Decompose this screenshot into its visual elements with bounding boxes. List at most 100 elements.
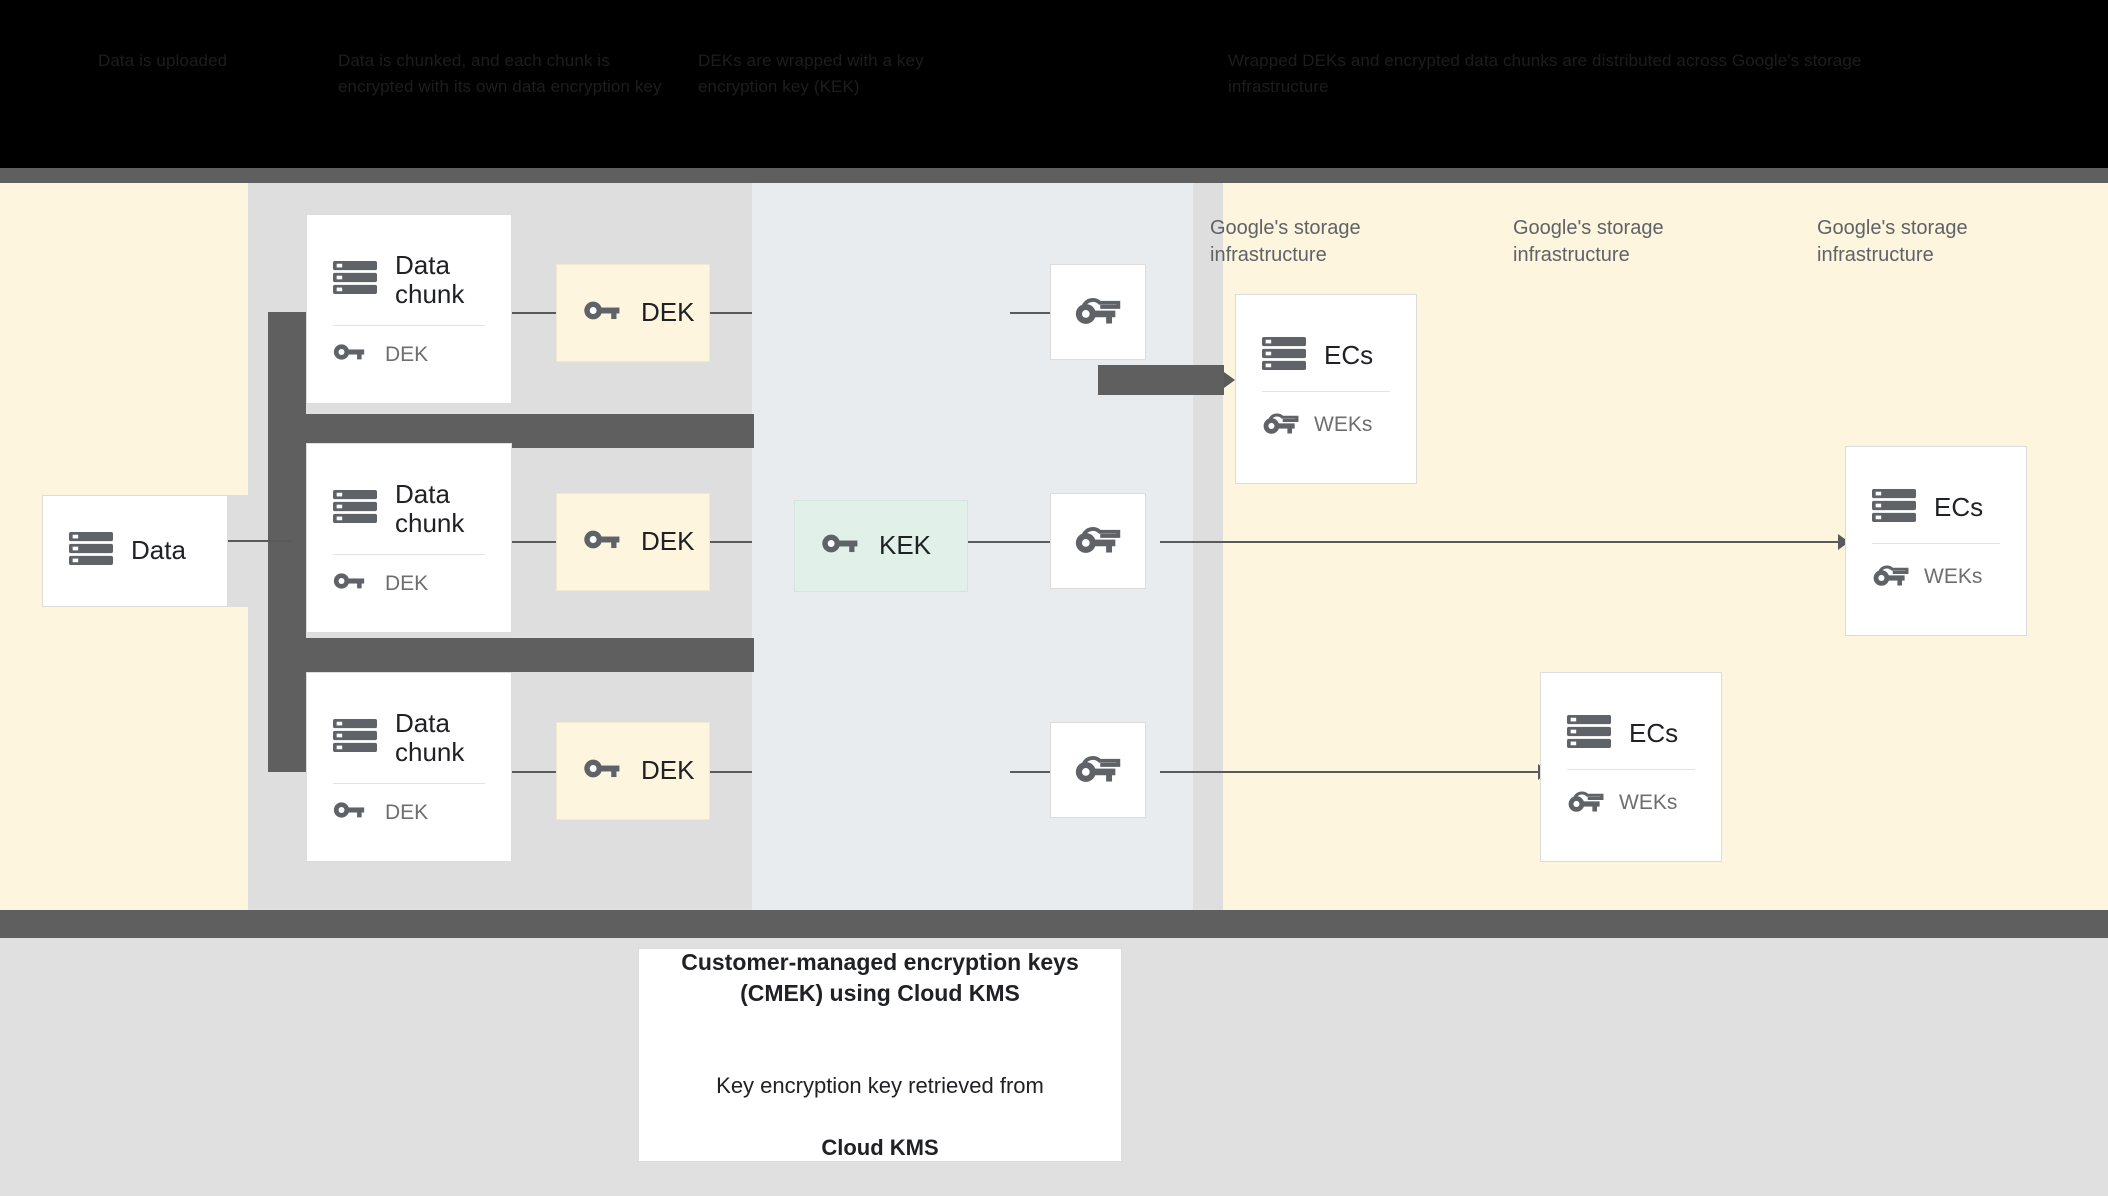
caption-body-strong: Cloud KMS	[821, 1134, 939, 1160]
kek-label: KEK	[879, 530, 932, 561]
line-chunk2-to-dek2	[512, 541, 556, 543]
ecs-3-key-row: WEKs	[1541, 786, 1721, 820]
kek-card[interactable]: KEK	[794, 500, 968, 592]
database-icon	[333, 719, 377, 757]
ecs-card-3[interactable]: ECs WEKs	[1540, 672, 1722, 862]
line-chunk3-to-dek3	[512, 771, 556, 773]
line-into-wek1	[1010, 312, 1050, 314]
key-icon	[333, 571, 367, 596]
ecs-2-divider	[1872, 542, 2000, 544]
fanout-trunk	[268, 312, 306, 772]
banner-text-row: Data is uploaded Data is chunked, and ea…	[0, 48, 2108, 101]
chunk-2-label: Data chunk	[395, 478, 465, 538]
data-card[interactable]: Data	[42, 495, 228, 607]
database-icon	[333, 490, 377, 528]
line-chunk1-to-dek1	[512, 312, 556, 314]
dek-1-label: DEK	[641, 297, 695, 328]
data-chunk-card-2[interactable]: Data chunk DEK	[306, 443, 512, 633]
arrow-to-ecs-right	[1838, 534, 1849, 550]
data-chunk-card-3[interactable]: Data chunk DEK	[306, 672, 512, 862]
infra-label-3: Google's storage infrastructure	[1817, 217, 1968, 266]
key-icon	[583, 528, 623, 556]
kek-row: KEK	[795, 531, 967, 560]
chunk-3-key-label: DEK	[385, 800, 429, 824]
dek-2-row: DEK	[557, 527, 709, 556]
wrapped-key-icon	[1074, 749, 1122, 791]
dek-2-label: DEK	[641, 526, 695, 557]
database-icon	[1262, 336, 1306, 375]
chunk-3-key-row: DEK	[307, 800, 511, 825]
dek-card-2[interactable]: DEK	[556, 493, 710, 591]
caption-title: Customer-managed encryption keys (CMEK) …	[681, 948, 1079, 1007]
wrapped-key-icon	[1872, 560, 1909, 594]
line-dek3-out	[710, 771, 752, 773]
wrapped-key-icon	[1074, 520, 1122, 562]
chunk-3-divider	[333, 783, 485, 785]
dek-3-label: DEK	[641, 755, 695, 786]
database-icon	[1872, 488, 1916, 527]
line-into-wek3	[1010, 771, 1050, 773]
line-dek2-out	[710, 541, 752, 543]
ecs-1-key-row: WEKs	[1236, 408, 1416, 442]
banner-step-2-text: Data is chunked, and each chunk is encry…	[338, 51, 662, 97]
chunk-2-divider	[333, 554, 485, 556]
infra-label-1: Google's storage infrastructure	[1210, 217, 1361, 266]
chunk-2-key-row: DEK	[307, 571, 511, 596]
infra-label-2: Google's storage infrastructure	[1513, 217, 1664, 266]
dek-1-row: DEK	[557, 298, 709, 327]
database-icon	[1567, 714, 1611, 753]
fanout-arm-2	[268, 638, 754, 672]
ecs-3-divider	[1567, 768, 1695, 770]
ecs-1-main-row: ECs	[1236, 336, 1416, 375]
footer-divider	[0, 910, 2108, 938]
wrapped-key-card-3[interactable]	[1050, 722, 1146, 818]
chunk-1-main-row: Data chunk	[307, 249, 511, 309]
dek-card-3[interactable]: DEK	[556, 722, 710, 820]
banner-divider	[0, 168, 2108, 183]
data-card-label: Data	[131, 535, 186, 566]
wrapped-key-to-ecs-bar	[1098, 365, 1224, 395]
pipeline-column-right	[1193, 183, 1223, 910]
top-banner: Data is uploaded Data is chunked, and ea…	[0, 0, 2108, 168]
wrapped-key-icon	[1567, 786, 1604, 820]
wrapped-key-card-2[interactable]	[1050, 493, 1146, 589]
ecs-2-label: ECs	[1934, 491, 1984, 522]
chunk-1-key-row: DEK	[307, 342, 511, 367]
ecs-1-key-label: WEKs	[1314, 412, 1373, 436]
chunk-1-label: Data chunk	[395, 249, 465, 309]
wrapped-key-icon	[1074, 291, 1122, 333]
caption-body: Key encryption key retrieved from Cloud …	[716, 1040, 1044, 1163]
line-wek3-to-ecs-3	[1160, 771, 1540, 773]
ecs-3-key-label: WEKs	[1619, 790, 1678, 814]
key-icon	[821, 532, 861, 560]
chunk-1-key-label: DEK	[385, 342, 429, 366]
line-wek2-to-ecs-right	[1160, 541, 1840, 543]
ecs-2-main-row: ECs	[1846, 488, 2026, 527]
key-icon	[583, 299, 623, 327]
key-icon	[333, 342, 367, 367]
line-kek-to-wek2	[968, 541, 1050, 543]
line-dek1-out	[710, 312, 752, 314]
ecs-2-key-row: WEKs	[1846, 560, 2026, 594]
ecs-card-1[interactable]: ECs WEKs	[1235, 294, 1417, 484]
ecs-2-key-label: WEKs	[1924, 564, 1983, 588]
ecs-3-label: ECs	[1629, 717, 1679, 748]
chunk-2-main-row: Data chunk	[307, 478, 511, 538]
wrapped-key-icon	[1262, 408, 1299, 442]
banner-step-3-text: DEKs are wrapped with a key encryption k…	[698, 51, 924, 97]
caption-card: Customer-managed encryption keys (CMEK) …	[638, 948, 1122, 1162]
line-data-to-trunk	[228, 540, 292, 542]
wrapped-key-card-1[interactable]	[1050, 264, 1146, 360]
key-icon	[583, 757, 623, 785]
key-icon	[333, 800, 367, 825]
caption-body-lead: Key encryption key retrieved from	[716, 1072, 1044, 1098]
fanout-arm-1	[268, 414, 754, 448]
ecs-card-2[interactable]: ECs WEKs	[1845, 446, 2027, 636]
banner-step-4-text: Wrapped DEKs and encrypted data chunks a…	[1228, 51, 1862, 97]
chunk-3-label: Data chunk	[395, 707, 465, 767]
chunk-2-key-label: DEK	[385, 571, 429, 595]
data-chunk-card-1[interactable]: Data chunk DEK	[306, 214, 512, 404]
dek-card-1[interactable]: DEK	[556, 264, 710, 362]
ecs-3-main-row: ECs	[1541, 714, 1721, 753]
